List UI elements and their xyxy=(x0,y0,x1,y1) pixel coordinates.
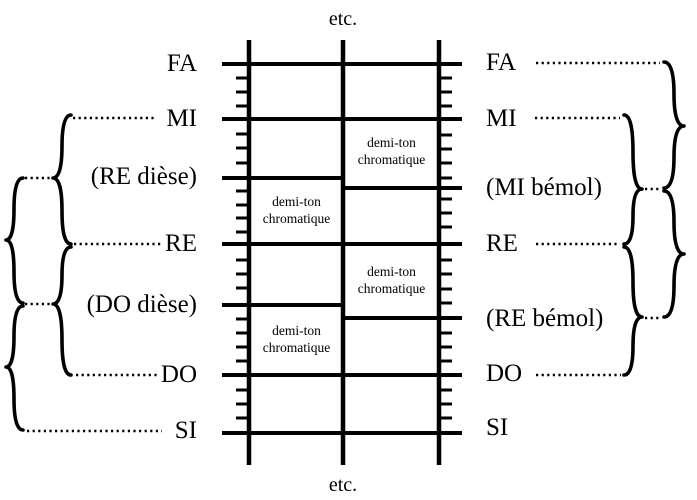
note-lines xyxy=(222,62,462,435)
right-note-label-re: RE xyxy=(486,230,518,257)
brace-left-inner-upper xyxy=(51,113,73,246)
comma-ticks-right xyxy=(441,76,452,420)
left-note-label-mi: MI xyxy=(166,105,197,132)
right-note-label-mi: MI xyxy=(486,105,517,132)
left-note-label-do: DO xyxy=(160,361,197,388)
left-note-label-re: RE xyxy=(165,230,197,257)
semitone-label-line2: chromatique xyxy=(357,152,426,167)
comma-ticks-left xyxy=(236,76,247,420)
brace-right-outer-lower xyxy=(662,189,686,319)
left-note-label-si: SI xyxy=(174,417,197,444)
semitone-label-right-upper: demi-ton chromatique xyxy=(345,134,438,168)
right-note-label-fa: FA xyxy=(486,49,517,76)
semitone-label-left-lower: demi-ton chromatique xyxy=(251,322,342,356)
left-note-label-re-diese: (RE dièse) xyxy=(90,163,197,190)
brace-left-outer-lower xyxy=(4,304,25,432)
etc-label-top: etc. xyxy=(328,8,358,30)
semitone-label-line2: chromatique xyxy=(357,281,426,296)
vertical-lines xyxy=(246,40,442,465)
left-note-label-do-diese: (DO dièse) xyxy=(86,291,197,318)
right-note-label-mi-bemol: (MI bémol) xyxy=(486,174,602,201)
semitone-label-left-upper: demi-ton chromatique xyxy=(251,193,342,227)
semitone-label-line1: demi-ton xyxy=(272,323,321,338)
brace-right-outer-upper xyxy=(662,60,686,190)
semitone-label-line1: demi-ton xyxy=(367,264,416,279)
chromatic-note-lines xyxy=(222,176,462,320)
brace-right-inner-upper xyxy=(622,113,644,246)
etc-label-bottom: etc. xyxy=(328,474,358,496)
braces xyxy=(4,60,686,432)
semitone-label-line2: chromatique xyxy=(262,211,331,226)
semitone-label-line1: demi-ton xyxy=(367,135,416,150)
left-note-label-fa: FA xyxy=(166,50,197,77)
semitone-label-right-lower: demi-ton chromatique xyxy=(345,263,438,297)
semitone-label-line2: chromatique xyxy=(262,340,331,355)
right-note-label-si: SI xyxy=(486,414,509,441)
right-note-label-re-bemol: (RE bémol) xyxy=(486,305,604,332)
right-note-label-do: DO xyxy=(486,360,523,387)
semitone-label-line1: demi-ton xyxy=(272,194,321,209)
dotted-connectors xyxy=(25,61,661,433)
brace-left-outer-upper xyxy=(4,176,25,305)
brace-left-inner-lower xyxy=(51,245,73,377)
brace-right-inner-lower xyxy=(622,245,644,377)
